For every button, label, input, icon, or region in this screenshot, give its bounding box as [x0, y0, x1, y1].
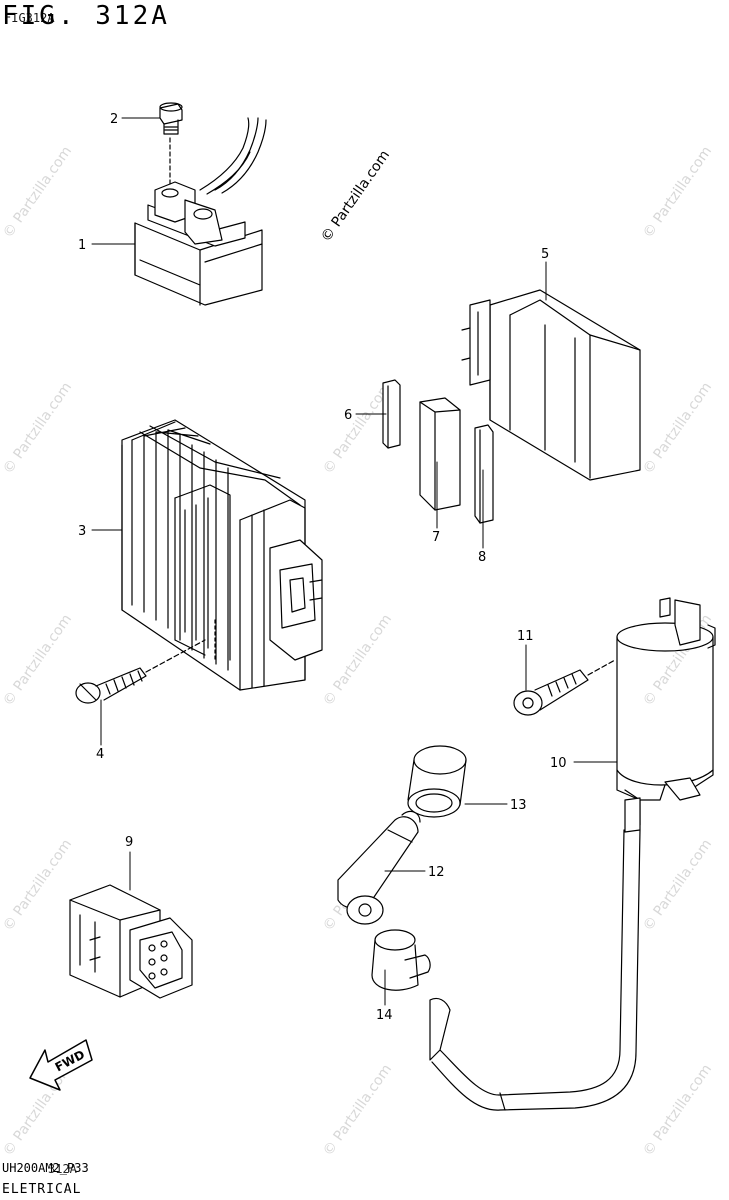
- callout-1: 1: [78, 238, 86, 253]
- callout-2: 2: [110, 112, 118, 127]
- callout-8: 8: [478, 550, 486, 565]
- callout-numbers: 1 2 3 4 5 6 7 8 9 10 11 12 13 14: [78, 112, 567, 1023]
- callout-4: 4: [96, 747, 104, 762]
- seal-cap-part: [407, 745, 467, 818]
- callout-3: 3: [78, 524, 86, 539]
- cushion-small-part: [382, 379, 401, 449]
- relay-screw-part: [159, 102, 183, 135]
- callout-11: 11: [517, 629, 534, 644]
- callout-leaders: [91, 117, 618, 1006]
- figure-title-overlay: FIG312A: [4, 11, 55, 25]
- callout-13: 13: [510, 798, 527, 813]
- callout-10: 10: [550, 756, 567, 771]
- figure-title: FIG. 312A: [2, 1, 170, 31]
- callout-6: 6: [344, 408, 352, 423]
- cdi-unit-part: [461, 289, 641, 481]
- callout-7: 7: [432, 530, 440, 545]
- rubber-boot-part: [371, 929, 431, 991]
- section-label: ELETRICAL: [2, 1182, 82, 1197]
- callout-12: 12: [428, 865, 445, 880]
- cushion-large-part: [419, 397, 461, 511]
- spark-plug-cap-part: [337, 810, 421, 925]
- starter-relay-part: [134, 117, 267, 306]
- coupler-part: [69, 884, 193, 999]
- coil-bolt-part: [513, 659, 616, 716]
- callout-5: 5: [541, 247, 549, 262]
- reference-code-overlay: 312A: [48, 1162, 77, 1176]
- callout-14: 14: [376, 1008, 393, 1023]
- cushion-thin-part: [474, 424, 494, 524]
- reference-code: UH200AM2_P33: [2, 1161, 89, 1175]
- callout-9: 9: [125, 835, 133, 850]
- regulator-bolt-part: [75, 639, 206, 704]
- regulator-rectifier-part: [121, 419, 323, 691]
- ignition-coil-part: [429, 597, 716, 1111]
- fwd-arrow: FWD: [29, 1039, 93, 1091]
